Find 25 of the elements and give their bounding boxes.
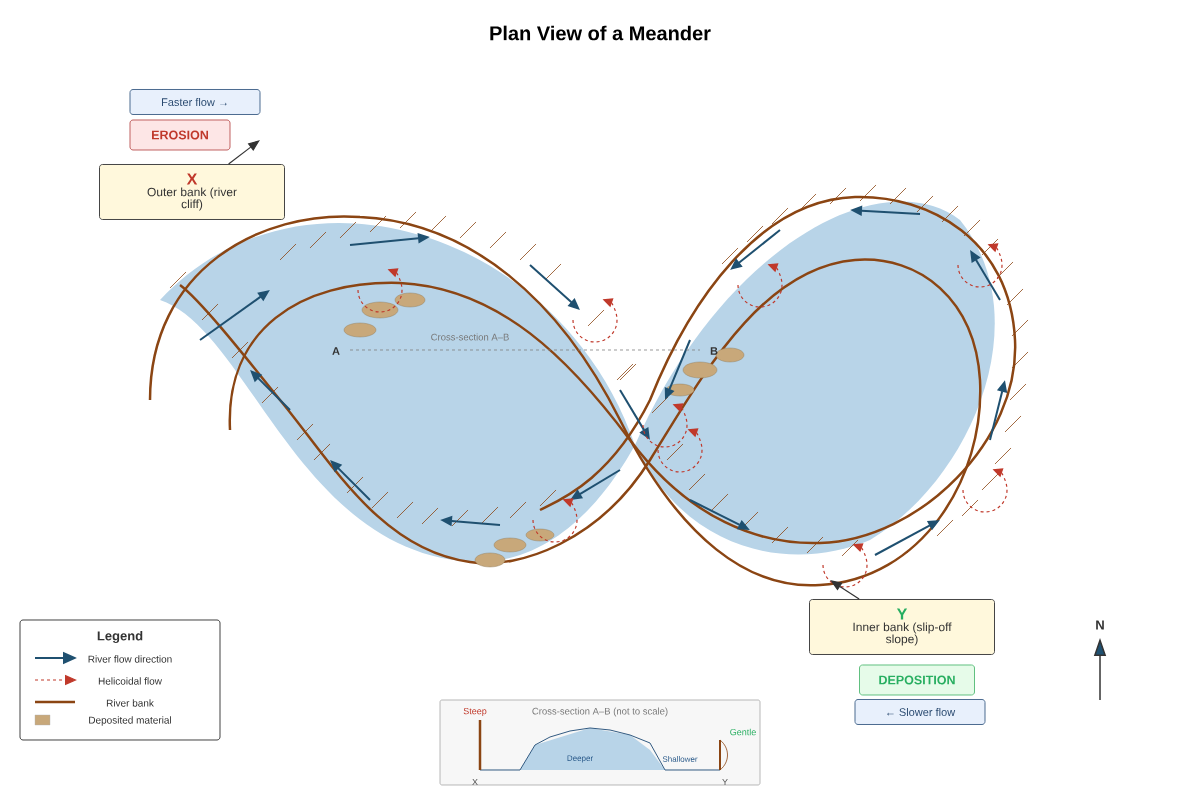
legend-text: River bank (106, 699, 154, 707)
callout-box: Y Inner bank (slip-off slope) (809, 599, 995, 655)
callout-box: X Outer bank (river cliff) (99, 164, 285, 220)
label-box: ← Slower flow (854, 699, 986, 725)
leader-arrow (830, 580, 860, 600)
label-box: Faster flow → (129, 89, 261, 115)
leader-arrow (228, 140, 260, 165)
slope-label: Gentle (730, 728, 756, 736)
slope-label: Steep (463, 707, 487, 717)
point-label: A (332, 347, 340, 355)
legend-text: Deposited material (89, 716, 171, 726)
label-box: EROSION (129, 119, 231, 151)
section-label: Cross-section A–B (431, 333, 509, 341)
depth-label: Deeper (567, 755, 593, 763)
point-label: Y (722, 778, 728, 786)
title: Plan View of a Meander (490, 25, 711, 41)
depth-label: Shallower (662, 756, 698, 762)
inset-title: Cross-section A–B (not to scale) (532, 707, 668, 717)
north-label: N (1096, 620, 1104, 630)
legend-text: River flow direction (88, 655, 172, 663)
label-box: DEPOSITION (859, 664, 975, 696)
point-label: B (710, 347, 718, 355)
legend-text: Helicoidal flow (98, 677, 162, 685)
legend-title: Legend (97, 630, 143, 644)
point-label: X (472, 778, 478, 786)
